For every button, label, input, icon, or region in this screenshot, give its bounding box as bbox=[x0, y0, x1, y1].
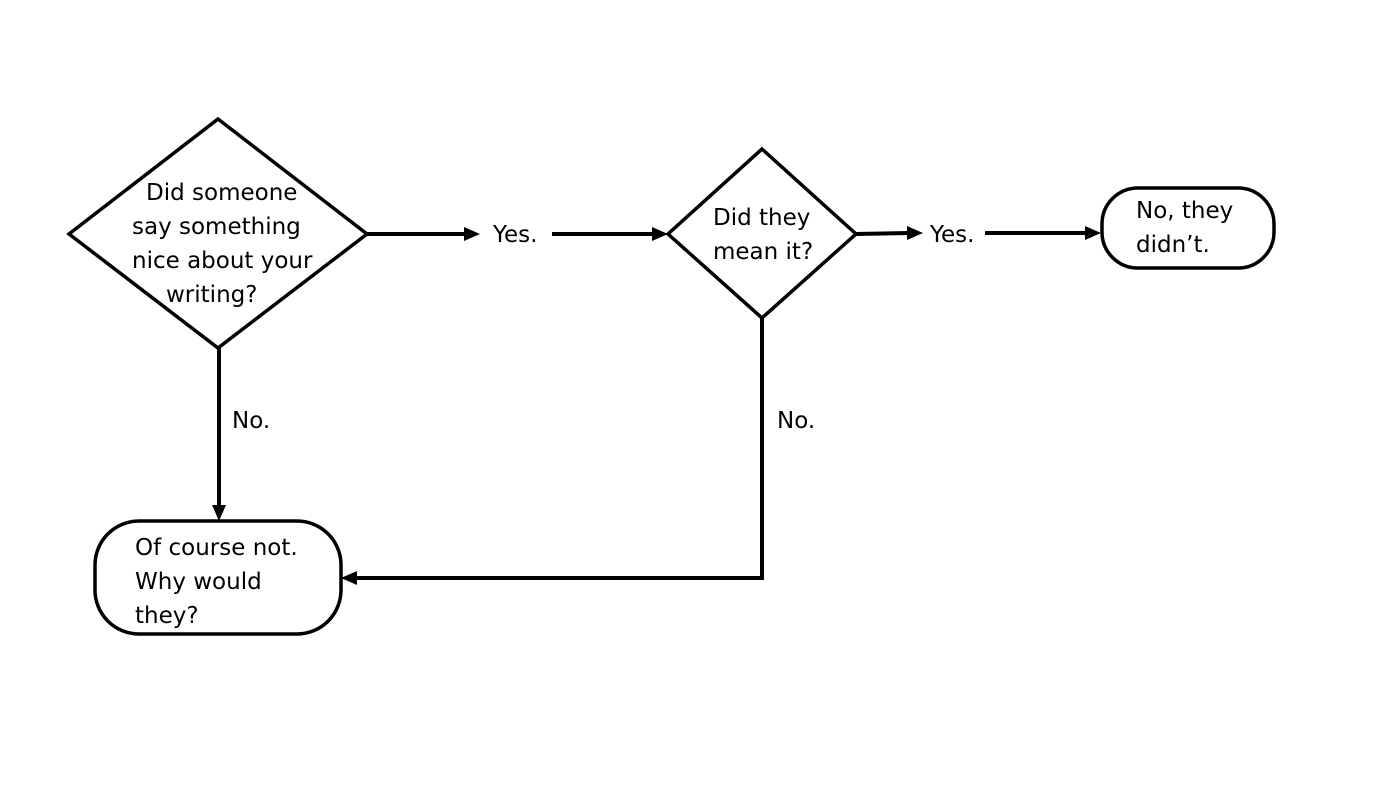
decision-2-diamond bbox=[665, 146, 859, 321]
decision-2-line-1: Did they bbox=[713, 205, 810, 231]
edge-decision-1-yes-a bbox=[367, 227, 480, 241]
edge-decision-1-yes-b bbox=[552, 227, 668, 241]
decision-1: Did someone say something nice about you… bbox=[66, 116, 370, 351]
decision-1-line-2: say something bbox=[132, 214, 301, 240]
edge-decision-2-yes-b bbox=[985, 226, 1101, 240]
edge-label-decision-1-yes: Yes. bbox=[492, 222, 537, 248]
terminal-of-course-not-box bbox=[93, 519, 343, 636]
terminal-of-course-not: Of course not. Why would they? bbox=[93, 519, 343, 636]
arrowhead-icon bbox=[341, 571, 357, 585]
arrowhead-icon bbox=[652, 227, 668, 241]
arrowhead-icon bbox=[464, 227, 480, 241]
edge-decision-2-yes-a-line bbox=[855, 231, 910, 236]
arrowhead-icon bbox=[1085, 226, 1101, 240]
decision-1-line-1: Did someone bbox=[146, 180, 297, 206]
edge-decision-1-no bbox=[212, 348, 226, 521]
arrowhead-icon bbox=[907, 226, 923, 240]
edge-decision-2-no bbox=[341, 318, 764, 585]
edge-decision-2-yes-a bbox=[855, 226, 923, 240]
terminal-no-they-didnt: No, they didn’t. bbox=[1100, 186, 1276, 270]
edge-label-decision-1-no: No. bbox=[232, 408, 270, 434]
edge-label-decision-2-yes: Yes. bbox=[929, 222, 974, 248]
decision-2: Did they mean it? bbox=[665, 146, 859, 321]
edge-label-decision-2-no: No. bbox=[777, 408, 815, 434]
terminal-of-course-not-line-1: Of course not. bbox=[135, 535, 298, 561]
decision-2-line-2: mean it? bbox=[713, 239, 813, 265]
terminal-no-they-didnt-line-2: didn’t. bbox=[1136, 232, 1210, 258]
terminal-no-they-didnt-line-1: No, they bbox=[1136, 198, 1233, 224]
arrowhead-icon bbox=[212, 505, 226, 521]
terminal-of-course-not-line-2: Why would bbox=[135, 569, 262, 595]
terminal-no-they-didnt-box bbox=[1100, 186, 1276, 270]
terminal-of-course-not-line-3: they? bbox=[135, 603, 199, 629]
decision-1-line-3: nice about your bbox=[132, 248, 313, 274]
decision-1-line-4: writing? bbox=[166, 282, 257, 308]
edge-decision-2-no-line bbox=[356, 318, 764, 580]
